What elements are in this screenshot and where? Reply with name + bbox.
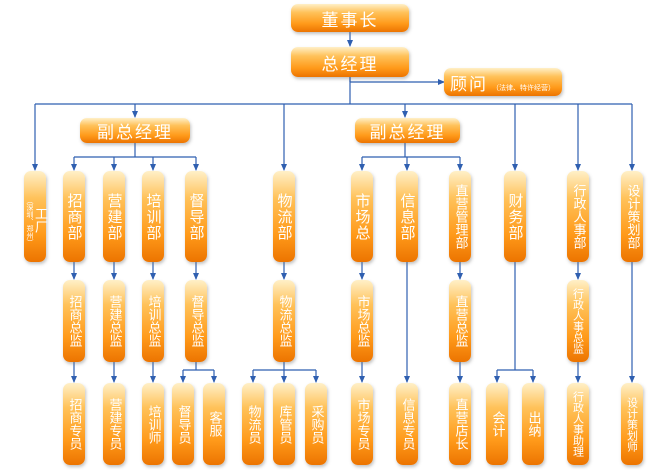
node-xinxi-dept: 信息部	[396, 171, 418, 262]
node-kuguan: 库管员	[273, 383, 295, 465]
node-general-manager: 总经理	[291, 47, 409, 77]
node-sheji-dept: 设计策划部	[621, 171, 643, 262]
node-wuliu-dept: 物流部	[273, 171, 295, 262]
node-chairman: 董事长	[291, 4, 409, 32]
node-peixun-dept: 培训部	[142, 171, 164, 262]
node-peixun-director: 培训总监	[142, 280, 164, 362]
node-zhiying-staff: 直营店长	[449, 383, 471, 465]
node-yingjian-staff: 营建专员	[103, 383, 125, 465]
node-vice-gm-1: 副总经理	[80, 118, 190, 143]
advisor-note: （法律、特许经营）	[492, 84, 555, 92]
node-wuliu-director: 物流总监	[273, 280, 295, 362]
node-xingzheng-dept: 行政人事部	[567, 171, 589, 262]
node-shichang-staff: 市场专员	[351, 383, 373, 465]
node-zhaoshang-director: 招商总监	[63, 280, 85, 362]
node-shichang-director: 市场总监	[351, 280, 373, 362]
node-zhiying-director: 直营总监	[449, 280, 471, 362]
node-chuna: 出纳	[522, 383, 544, 465]
node-vice-gm-2: 副总经理	[355, 118, 460, 143]
node-wuliu-staff: 物流员	[242, 383, 264, 465]
node-shichang-dept: 市场总	[351, 171, 373, 262]
node-yingjian-director: 营建总监	[103, 280, 125, 362]
node-zhaoshang-dept: 招商部	[63, 171, 85, 262]
factory-label: 工厂	[32, 206, 47, 233]
node-caiwu-dept: 财务部	[504, 171, 526, 262]
node-caigou: 采购员	[305, 383, 327, 465]
node-peixun-staff: 培训师	[142, 383, 164, 465]
factory-note: （深圳、郑州）	[26, 196, 34, 246]
node-dudao-staff: 督导员	[172, 383, 194, 465]
node-dudao-director: 督导总监	[185, 280, 207, 362]
node-yingjian-dept: 营建部	[103, 171, 125, 262]
node-sheji-staff: 设计策划师	[621, 383, 643, 465]
node-factory: 工厂 （深圳、郑州）	[24, 171, 47, 262]
node-xingzheng-staff: 行政人事助理	[567, 383, 589, 465]
node-kuaiji: 会计	[486, 383, 508, 465]
node-dudao-dept: 督导部	[185, 171, 207, 262]
advisor-label: 顾问	[450, 74, 488, 95]
node-xingzheng-director: 行政人事总监	[567, 280, 589, 362]
node-kefu: 客服	[203, 383, 225, 465]
node-zhaoshang-staff: 招商专员	[63, 383, 85, 465]
node-xinxi-staff: 信息专员	[396, 383, 418, 465]
node-zhiying-dept: 直营管理部	[449, 171, 471, 262]
node-advisor: 顾问 （法律、特许经营）	[444, 68, 562, 96]
